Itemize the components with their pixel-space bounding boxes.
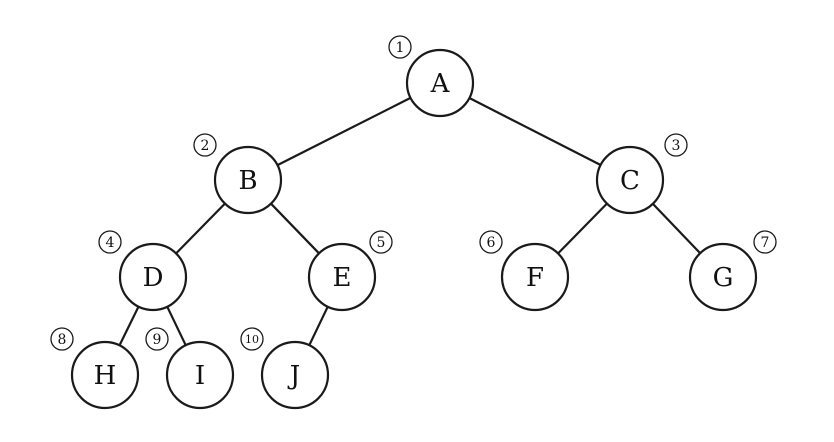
svg-text:8: 8 xyxy=(58,332,67,348)
svg-text:9: 9 xyxy=(153,332,162,348)
tree-node-d: D xyxy=(118,242,188,312)
edge-b-d xyxy=(175,202,226,255)
edge-e-j xyxy=(308,306,329,346)
order-marker-e: 5 xyxy=(369,230,393,254)
order-marker-b: 2 xyxy=(193,133,217,157)
svg-text:7: 7 xyxy=(761,235,770,251)
svg-text:3: 3 xyxy=(672,138,681,154)
edge-a-c xyxy=(468,97,602,166)
svg-text:6: 6 xyxy=(487,235,496,251)
node-circle xyxy=(307,242,377,312)
order-marker-i: 9 xyxy=(145,327,169,351)
node-circle xyxy=(213,145,283,215)
edge-c-g xyxy=(652,203,701,254)
svg-text:5: 5 xyxy=(377,235,386,251)
tree-node-c: C xyxy=(595,145,665,215)
order-marker-h: 8 xyxy=(50,327,74,351)
svg-text:2: 2 xyxy=(201,138,210,154)
tree-edges xyxy=(118,96,701,346)
node-label: H xyxy=(94,361,117,391)
node-label: F xyxy=(526,263,544,293)
node-circle xyxy=(405,48,475,118)
order-marker-c: 3 xyxy=(664,133,688,157)
order-marker-g: 7 xyxy=(753,230,777,254)
node-label: B xyxy=(238,166,257,196)
svg-text:10: 10 xyxy=(245,333,259,346)
tree-node-a: A xyxy=(405,48,475,118)
svg-text:4: 4 xyxy=(106,235,115,251)
edge-a-b xyxy=(277,96,411,167)
edge-c-f xyxy=(557,202,608,255)
node-label: J xyxy=(287,361,300,391)
order-marker-f: 6 xyxy=(479,230,503,254)
order-marker-d: 4 xyxy=(98,230,122,254)
node-label: D xyxy=(143,263,164,293)
node-circle xyxy=(165,340,235,410)
tree-node-e: E xyxy=(307,242,377,312)
tree-node-j: J xyxy=(260,340,330,410)
node-label: C xyxy=(620,166,640,196)
order-marker-j: 10 xyxy=(240,327,264,351)
svg-text:1: 1 xyxy=(396,40,405,56)
edge-b-e xyxy=(270,202,320,255)
node-circle xyxy=(595,145,665,215)
node-label: E xyxy=(333,263,352,293)
node-circle xyxy=(688,242,758,312)
order-marker-a: 1 xyxy=(388,35,412,59)
node-label: I xyxy=(195,361,205,391)
tree-node-i: I xyxy=(165,340,235,410)
tree-node-h: H xyxy=(70,340,140,410)
node-label: A xyxy=(430,69,451,99)
tree-node-f: F xyxy=(500,242,570,312)
tree-node-g: G xyxy=(688,242,758,312)
node-circle xyxy=(70,340,140,410)
node-circle xyxy=(260,340,330,410)
edge-d-i xyxy=(166,306,187,346)
tree-nodes: A B C D E F G H I J xyxy=(70,48,758,410)
edge-d-h xyxy=(118,306,140,346)
node-label: G xyxy=(713,263,734,293)
tree-node-b: B xyxy=(213,145,283,215)
node-circle xyxy=(118,242,188,312)
node-circle xyxy=(500,242,570,312)
